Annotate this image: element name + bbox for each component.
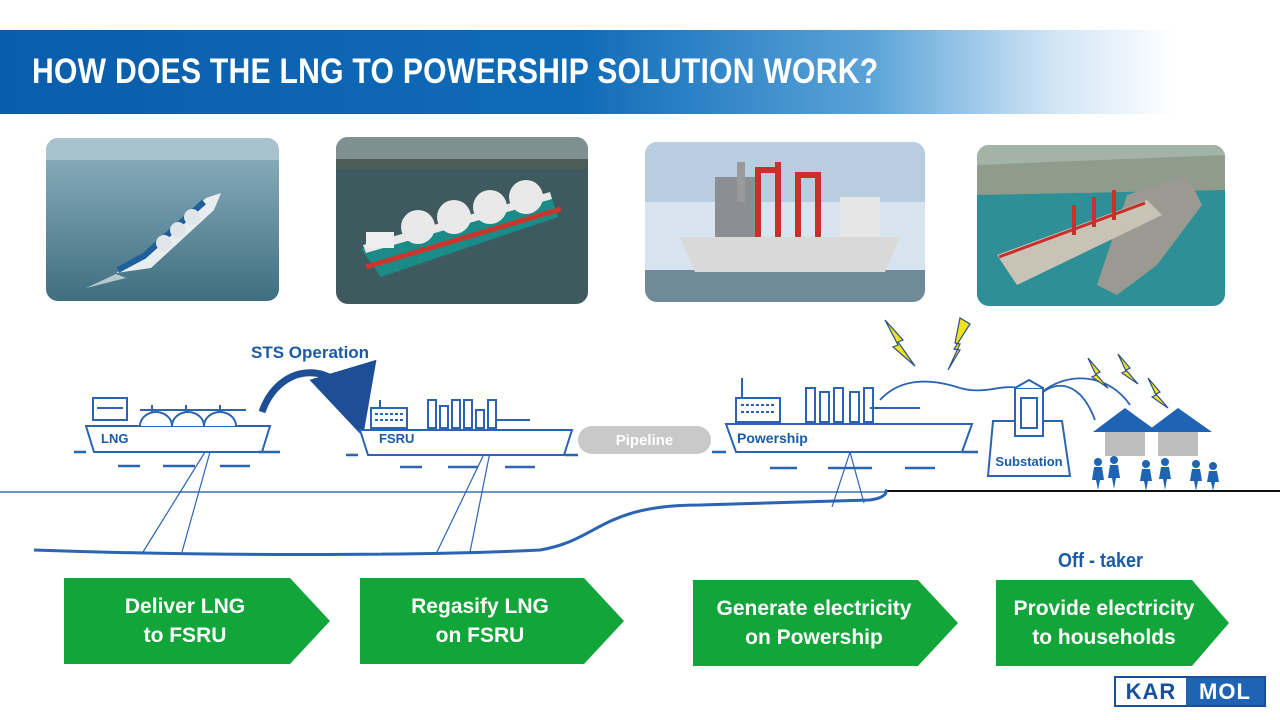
vessel-lng-label: LNG: [101, 431, 128, 446]
photo-fsru: [336, 137, 588, 304]
process-diagram: STS Operation LNG FSRU: [0, 317, 1280, 556]
vessel-fsru-label: FSRU: [379, 431, 414, 446]
karmol-logo: KAR MOL: [1114, 676, 1266, 707]
photo-powership: [645, 142, 925, 302]
step-regasify-lng: Regasify LNG on FSRU: [360, 578, 624, 664]
mooring-lines: [142, 451, 865, 553]
offtaker-label: Off - taker: [1058, 550, 1144, 572]
step-generate-electricity-label: Generate electricity on Powership: [716, 597, 912, 649]
step-generate-electricity: Generate electricity on Powership: [693, 580, 958, 666]
people: [1092, 456, 1219, 491]
vessel-lng: [74, 397, 280, 468]
substation: [986, 378, 1072, 477]
seabed-pipeline: [33, 488, 888, 556]
sts-arrow: [258, 359, 377, 437]
vessel-powership-label: Powership: [737, 430, 808, 446]
vessel-powership: [712, 378, 978, 470]
title-bar: [0, 30, 1280, 114]
vessel-fsru: [346, 399, 578, 469]
power-cables: [879, 377, 1131, 421]
pipeline-pill: [578, 426, 711, 454]
step-provide-electricity: Provide electricity to households: [996, 580, 1229, 666]
step-deliver-lng: Deliver LNG to FSRU: [64, 578, 330, 664]
photo-lng-carrier: [46, 138, 279, 301]
houses: [1093, 408, 1212, 456]
step-provide-electricity-label: Provide electricity to households: [1013, 597, 1195, 649]
photo-powership-port: [977, 145, 1225, 306]
pipeline-label: Pipeline: [616, 432, 674, 449]
lightning-bolts: [884, 317, 1169, 409]
logo-kar-text: KAR: [1116, 678, 1186, 705]
sts-label: STS Operation: [251, 343, 369, 362]
logo-mol-text: MOL: [1186, 678, 1264, 705]
page-title: HOW DOES THE LNG TO POWERSHIP SOLUTION W…: [32, 52, 879, 91]
step-regasify-lng-label: Regasify LNG on FSRU: [411, 595, 549, 647]
substation-label: Substation: [995, 454, 1062, 469]
step-deliver-lng-label: Deliver LNG to FSRU: [124, 595, 246, 647]
